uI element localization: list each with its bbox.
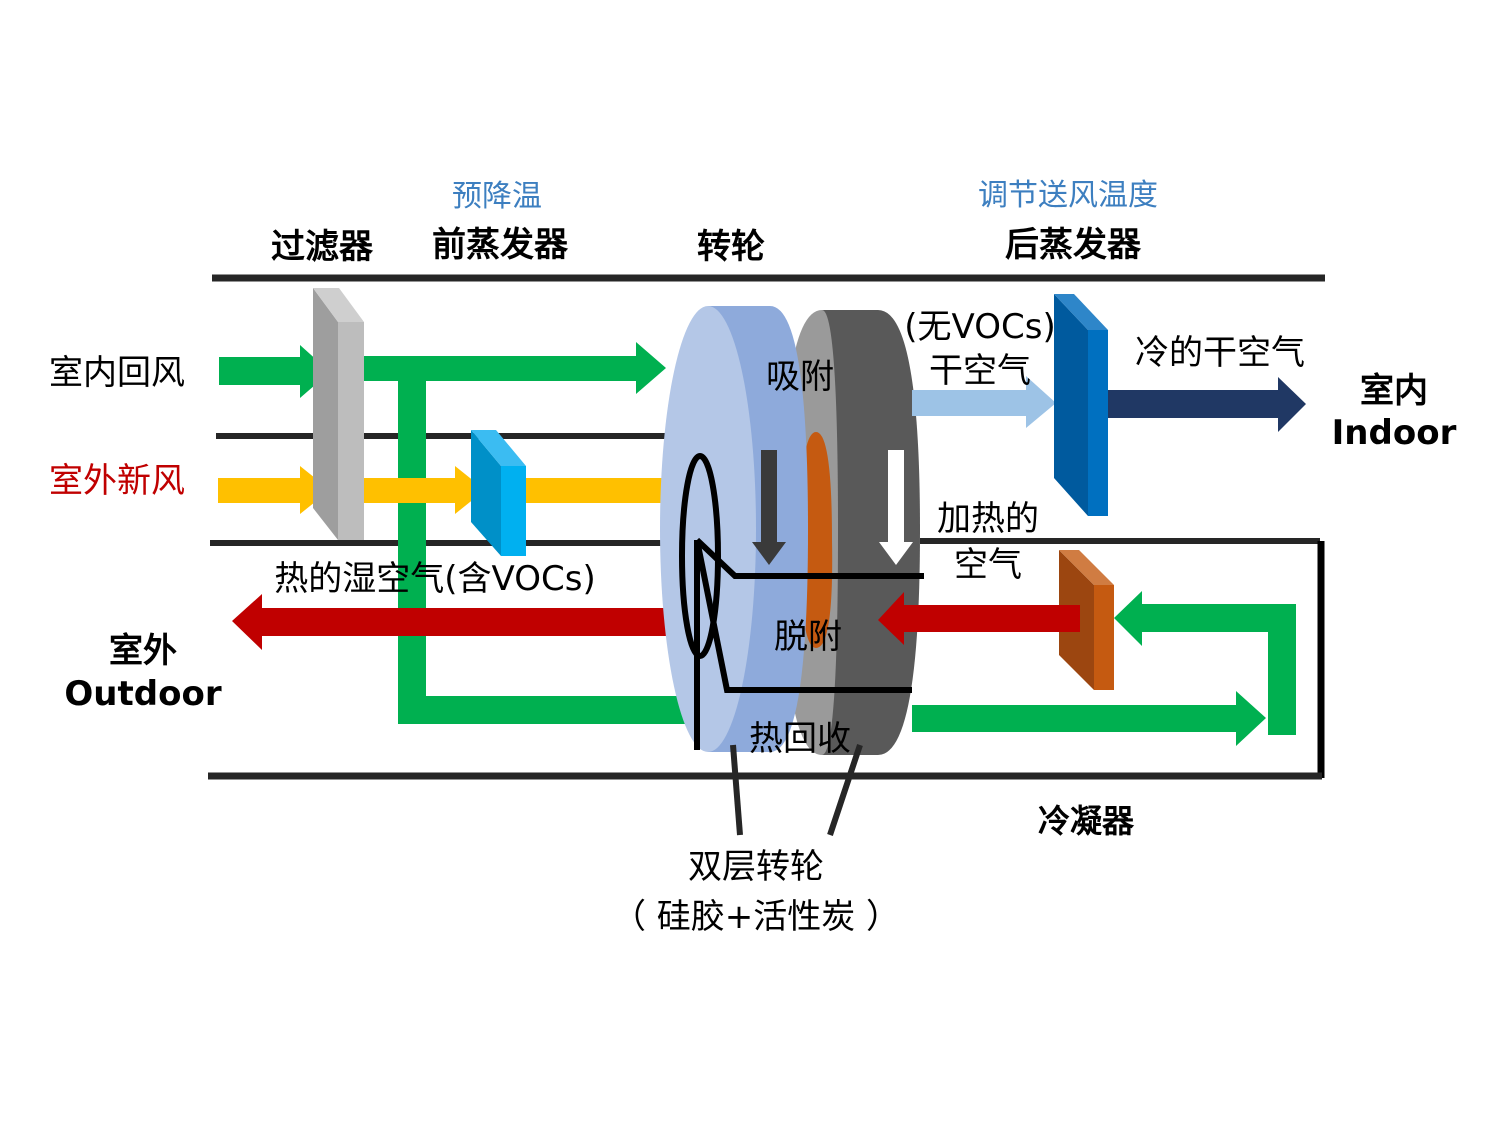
condenser-label: 冷凝器 xyxy=(1038,802,1135,840)
wheel-label: 转轮 xyxy=(697,227,765,267)
cold-dry-air-label: 冷的干空气 xyxy=(1135,333,1305,373)
post-evaporator-panel xyxy=(1054,294,1108,516)
fresh-air-arrow-to-wheel xyxy=(525,466,702,514)
caption-leader-carbon xyxy=(827,744,863,836)
activated-carbon-wheel xyxy=(822,310,920,755)
pre-evaporator-label: 前蒸发器 xyxy=(432,225,569,265)
desorption-zone-label: 脱附 xyxy=(774,617,842,657)
heat-recovery-arrow xyxy=(426,683,728,737)
fresh-air-arrow-inlet xyxy=(218,466,330,514)
outdoor-cn-label: 室外 xyxy=(109,631,177,671)
indoor-cn-label: 室内 xyxy=(1360,371,1428,411)
heated-air-label-line1: 加热的 xyxy=(937,499,1039,539)
dry-air-arrow xyxy=(912,376,1056,428)
heated-air-label-line2: 空气 xyxy=(954,545,1022,585)
fresh-air-arrow-mid xyxy=(364,466,485,514)
heating-seal xyxy=(800,432,833,648)
wheel-sector-lines xyxy=(679,453,924,750)
heated-air-arrow xyxy=(878,592,1080,645)
indoor-en-label: Indoor xyxy=(1332,413,1457,453)
exhaust-arrow xyxy=(232,594,730,650)
indoor-return-label: 室内回风 xyxy=(49,353,185,393)
condenser-loop-arrow-lower xyxy=(912,691,1266,746)
condenser-loop-arrow-upper xyxy=(1114,591,1296,646)
caption-leader-silica xyxy=(730,744,743,836)
adsorption-zone-label: 吸附 xyxy=(766,357,834,397)
heat-recovery-zone-label: 热回收 xyxy=(749,719,851,759)
silica-wheel-face xyxy=(660,306,756,752)
pre-evaporator-note: 预降温 xyxy=(452,179,542,214)
wheel-caption-materials: （ 硅胶+活性炭 ） xyxy=(612,897,900,937)
dry-air-label: 干空气 xyxy=(929,351,1031,391)
outdoor-en-label: Outdoor xyxy=(64,674,221,714)
dual-rotor-wheel xyxy=(660,306,920,755)
post-evaporator-label: 后蒸发器 xyxy=(1005,225,1142,265)
bypass-duct-vertical xyxy=(398,360,426,724)
supply-air-arrow xyxy=(1108,377,1306,432)
filter-label: 过滤器 xyxy=(271,227,374,267)
hot-humid-air-label: 热的湿空气(含VOCs) xyxy=(274,559,595,599)
wheel-caption-title: 双层转轮 xyxy=(688,847,824,887)
indoor-return-arrow-to-wheel xyxy=(364,342,666,394)
rotation-arrow-dark xyxy=(752,450,786,565)
no-vocs-label: (无VOCs) xyxy=(904,307,1055,347)
outdoor-fresh-label: 室外新风 xyxy=(49,461,185,501)
rotation-arrow-white xyxy=(879,450,913,565)
pre-evaporator-panel xyxy=(471,430,526,556)
post-evaporator-note: 调节送风温度 xyxy=(978,178,1158,213)
filter-panel xyxy=(313,288,364,540)
indoor-return-arrow-inlet xyxy=(219,345,330,398)
